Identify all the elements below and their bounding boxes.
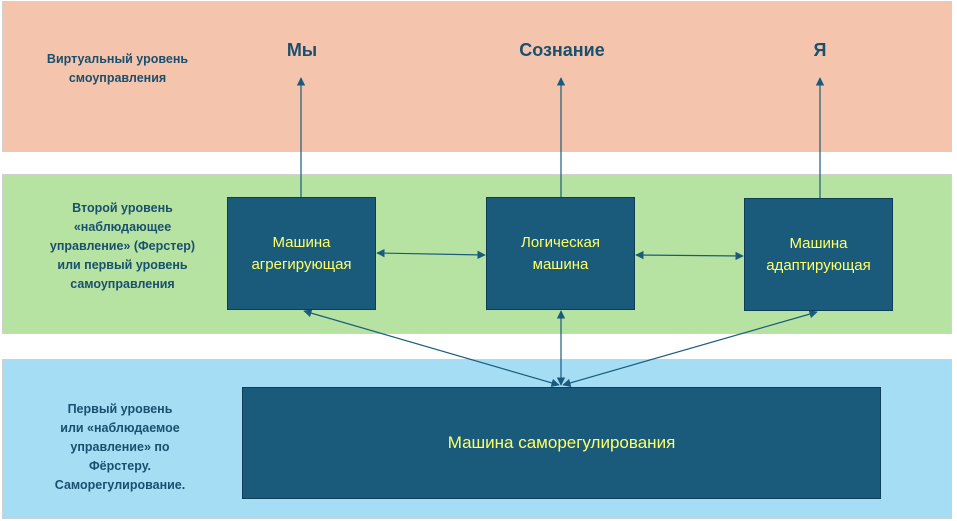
logical-machine-box: Логическая машина [486,197,635,310]
virtual-level-label: Виртуальный уровень смоуправления [46,52,189,85]
arrow-agg-self [303,309,560,387]
aggregating-machine-box: Машина агрегирующая [227,197,376,310]
virtual-level-band [2,1,952,152]
arrow-adp-self [562,310,818,387]
adaptive-machine-box: Машина адаптирующая [744,198,893,311]
consciousness-label: Сознание [519,40,605,60]
we-label: Мы [286,40,318,60]
first-level-label: Первый уровень или «наблюдаемое управлен… [54,402,186,492]
second-level-label: Второй уровень «наблюдающее управление» … [49,201,196,291]
arrow-agg-log [376,248,486,260]
self-regulation-machine-box: Машина саморегулирования [242,387,881,499]
arrow-log-adp [635,250,744,261]
i-label: Я [813,40,827,60]
